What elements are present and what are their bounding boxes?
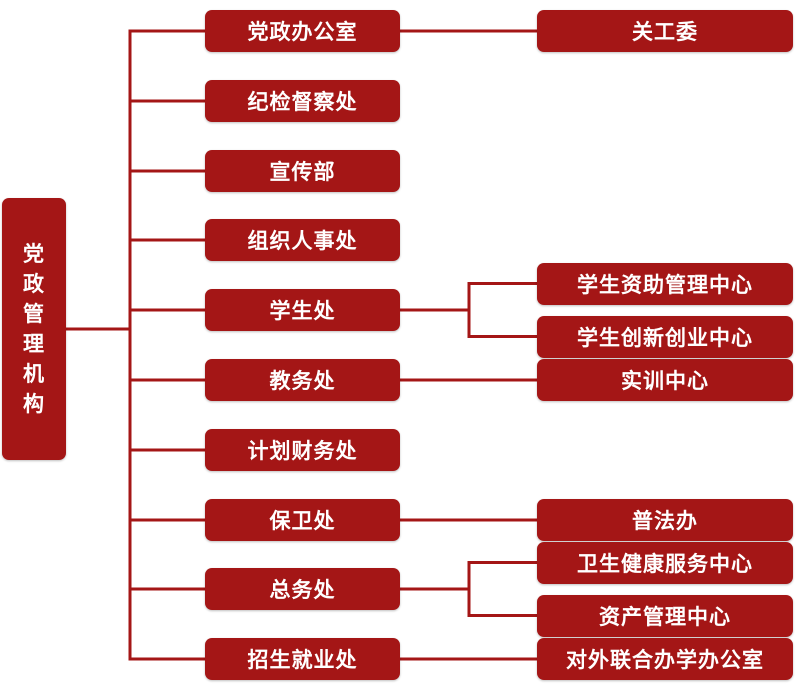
department-box: 宣传部 <box>205 150 400 192</box>
root-label-char: 理 <box>23 332 45 356</box>
department-box: 计划财务处 <box>205 429 400 471</box>
root-label-char: 机 <box>23 362 45 386</box>
root-label-char: 管 <box>23 302 45 326</box>
sub-unit-box: 学生创新创业中心 <box>537 315 793 358</box>
sub-unit-box: 对外联合办学办公室 <box>537 638 793 680</box>
department-box: 学生处 <box>205 289 400 331</box>
department-box: 纪检督察处 <box>205 80 400 122</box>
root-label-char: 政 <box>23 272 45 296</box>
department-box: 教务处 <box>205 359 400 401</box>
sub-unit-box: 实训中心 <box>537 359 793 401</box>
sub-unit-box: 学生资助管理中心 <box>537 262 793 305</box>
sub-unit-box: 关工委 <box>537 10 793 52</box>
department-box: 总务处 <box>205 568 400 610</box>
sub-unit-box: 普法办 <box>537 499 793 541</box>
root-label-char: 党 <box>23 242 45 266</box>
root-node: 党政管理机构 <box>2 198 66 460</box>
department-box: 保卫处 <box>205 499 400 541</box>
sub-unit-box: 卫生健康服务中心 <box>537 541 793 584</box>
department-box: 党政办公室 <box>205 10 400 52</box>
root-label-char: 构 <box>23 392 45 416</box>
sub-unit-box: 资产管理中心 <box>537 594 793 637</box>
department-box: 组织人事处 <box>205 219 400 261</box>
department-box: 招生就业处 <box>205 638 400 680</box>
